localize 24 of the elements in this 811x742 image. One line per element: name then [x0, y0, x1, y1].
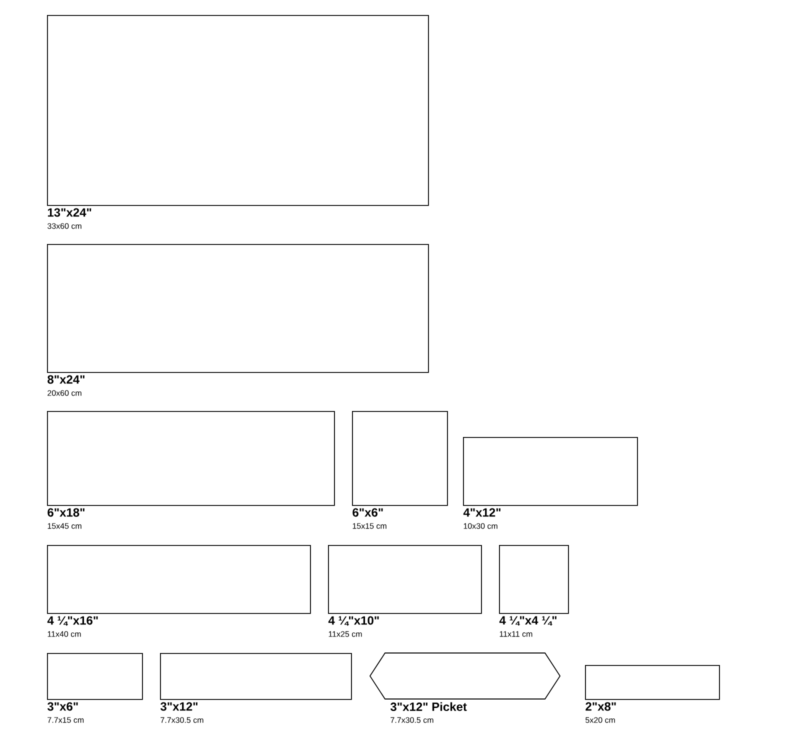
metric-size-label: 33x60 cm [48, 223, 82, 229]
size-label: 3"x12" Picket [390, 702, 467, 712]
size-label: 2"x8" [586, 702, 616, 711]
size-label: 3"x6" [47, 702, 78, 711]
size-label: 8"x24" [48, 375, 84, 384]
metric-size-label: 10x30 cm [464, 523, 498, 529]
metric-size-label: 7.7x15 cm [48, 717, 84, 723]
size-label: 6"x18" [48, 508, 84, 517]
size-label: 13"x24" [48, 208, 92, 217]
size-label: 4 ¼"x4 ¼" [499, 616, 556, 626]
metric-size-label: 11x11 cm [500, 631, 532, 637]
metric-size-label: 5x20 cm [586, 717, 615, 723]
metric-size-label: 7.7x30.5 cm [390, 717, 434, 723]
size-label: 4"x12" [463, 508, 500, 517]
size-label: 4 ¼"x10" [328, 616, 379, 626]
size-label: 3"x12" [160, 702, 198, 711]
metric-size-label: 7.7x30.5 cm [160, 717, 204, 723]
metric-size-label: 15x15 cm [352, 523, 386, 529]
size-label: 4 ¼"x16" [47, 616, 98, 626]
metric-size-label: 11x40 cm [48, 631, 81, 637]
size-label: 6"x6" [352, 508, 383, 517]
metric-size-label: 20x60 cm [48, 390, 82, 396]
metric-size-label: 11x25 cm [328, 631, 362, 637]
metric-size-label: 15x45 cm [48, 523, 82, 529]
